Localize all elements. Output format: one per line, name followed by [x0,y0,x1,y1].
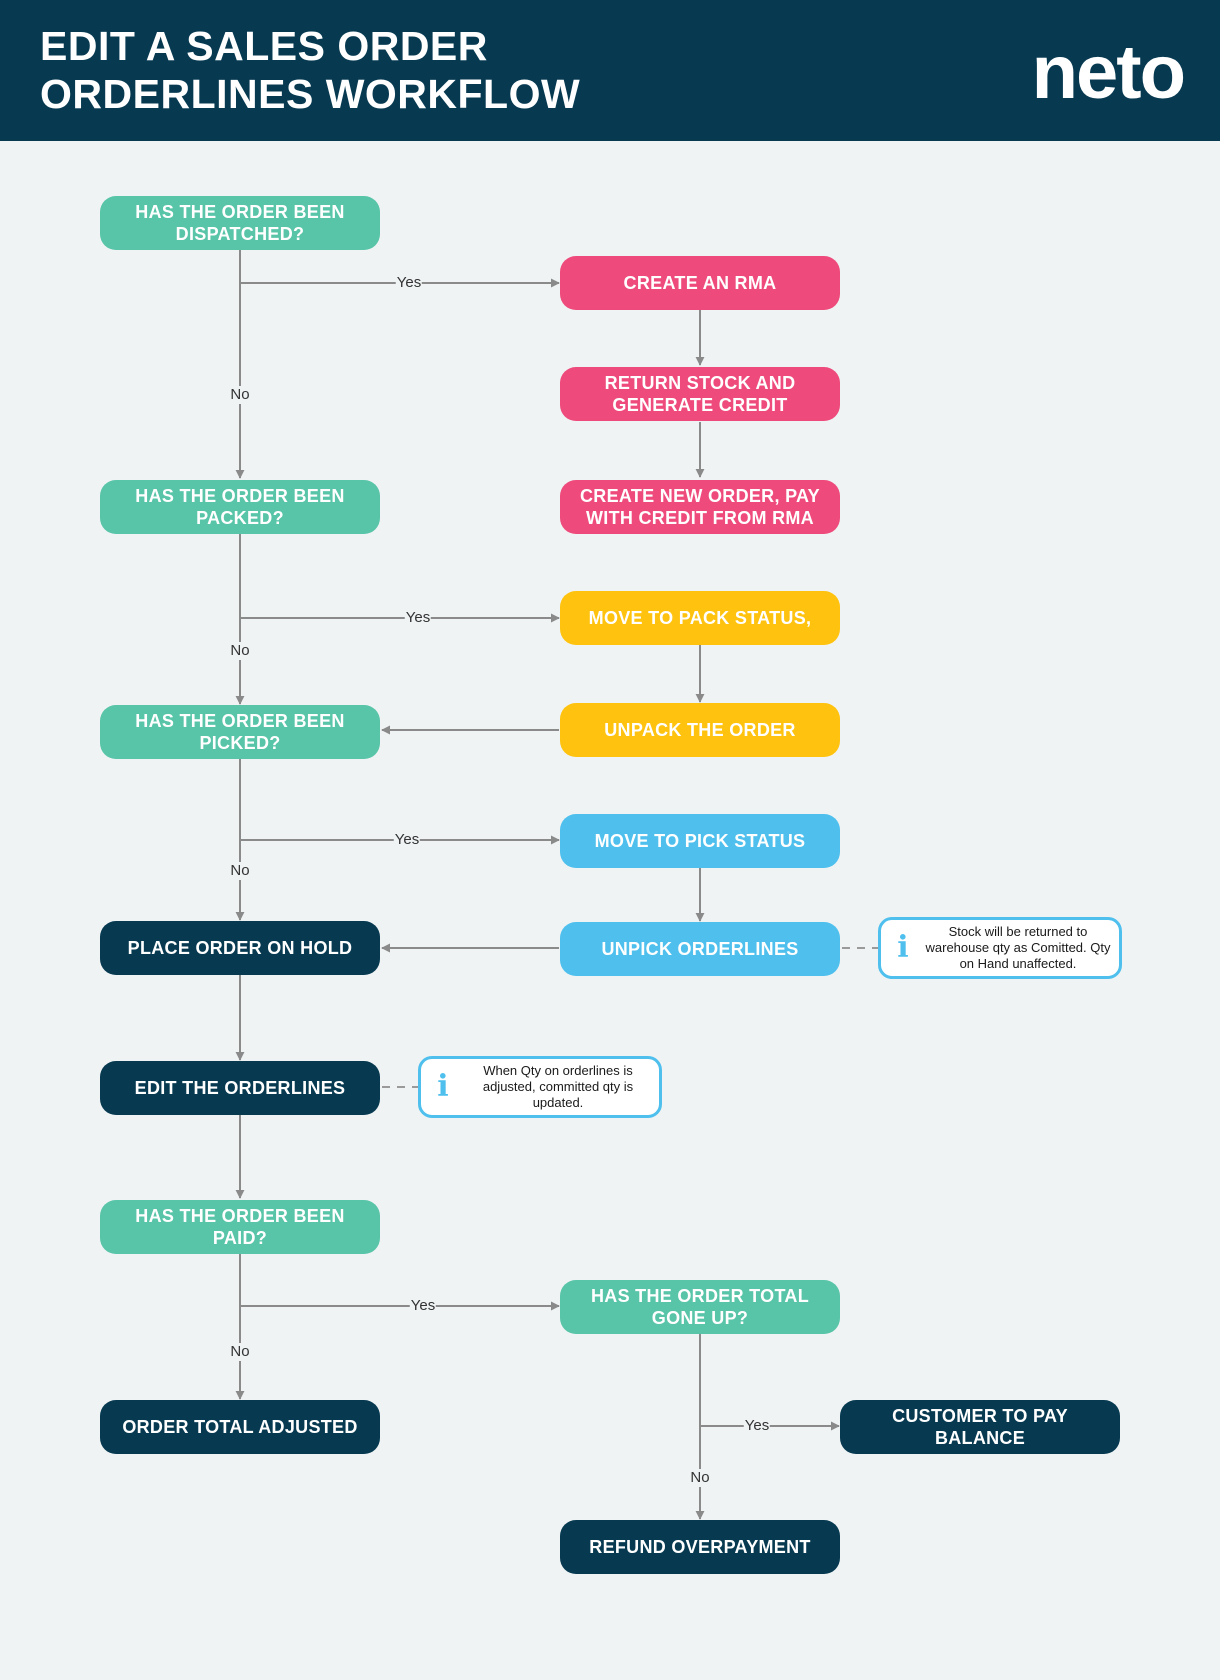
node-create-new-order: CREATE NEW ORDER, PAY WITH CREDIT FROM R… [560,480,840,534]
label-packed-no: No [229,642,251,660]
label-paid-no: No [229,1343,251,1361]
label-packed-yes: Yes [404,609,432,627]
label-paid-yes: Yes [409,1297,437,1315]
info-note-edit-text: When Qty on orderlines is adjusted, comm… [482,1063,634,1110]
node-paid-question: HAS THE ORDER BEEN PAID? [100,1200,380,1254]
node-move-to-pack: MOVE TO PACK STATUS, [560,591,840,645]
info-note-unpick: i Stock will be returned to warehouse qt… [878,917,1122,979]
label-dispatched-no: No [229,386,251,404]
label-picked-yes: Yes [393,831,421,849]
node-place-on-hold: PLACE ORDER ON HOLD [100,921,380,975]
info-note-unpick-text: Stock will be returned to warehouse qty … [925,924,1111,971]
node-create-rma: CREATE AN RMA [560,256,840,310]
node-refund-overpayment: REFUND OVERPAYMENT [560,1520,840,1574]
info-icon: i [437,1069,449,1104]
label-dispatched-yes: Yes [395,274,423,292]
label-totalup-no: No [689,1469,711,1487]
node-return-stock: RETURN STOCK AND GENERATE CREDIT [560,367,840,421]
header-bar: EDIT A SALES ORDER ORDERLINES WORKFLOW n… [0,0,1220,141]
node-move-to-pick: MOVE TO PICK STATUS [560,814,840,868]
node-order-total-adjusted: ORDER TOTAL ADJUSTED [100,1400,380,1454]
label-picked-no: No [229,862,251,880]
node-edit-orderlines: EDIT THE ORDERLINES [100,1061,380,1115]
node-unpack-order: UNPACK THE ORDER [560,703,840,757]
label-totalup-yes: Yes [743,1417,771,1435]
node-customer-pay-balance: CUSTOMER TO PAY BALANCE [840,1400,1120,1454]
node-total-gone-up-question: HAS THE ORDER TOTAL GONE UP? [560,1280,840,1334]
info-icon: i [897,930,909,965]
node-packed-question: HAS THE ORDER BEEN PACKED? [100,480,380,534]
info-note-edit: i When Qty on orderlines is adjusted, co… [418,1056,662,1118]
title-line-2: ORDERLINES WORKFLOW [40,71,581,117]
node-picked-question: HAS THE ORDER BEEN PICKED? [100,705,380,759]
node-dispatched-question: HAS THE ORDER BEEN DISPATCHED? [100,196,380,250]
title-line-1: EDIT A SALES ORDER [40,23,488,69]
node-unpick-orderlines: UNPICK ORDERLINES [560,922,840,976]
page-title: EDIT A SALES ORDER ORDERLINES WORKFLOW [40,22,580,118]
neto-logo: neto [1031,30,1186,115]
